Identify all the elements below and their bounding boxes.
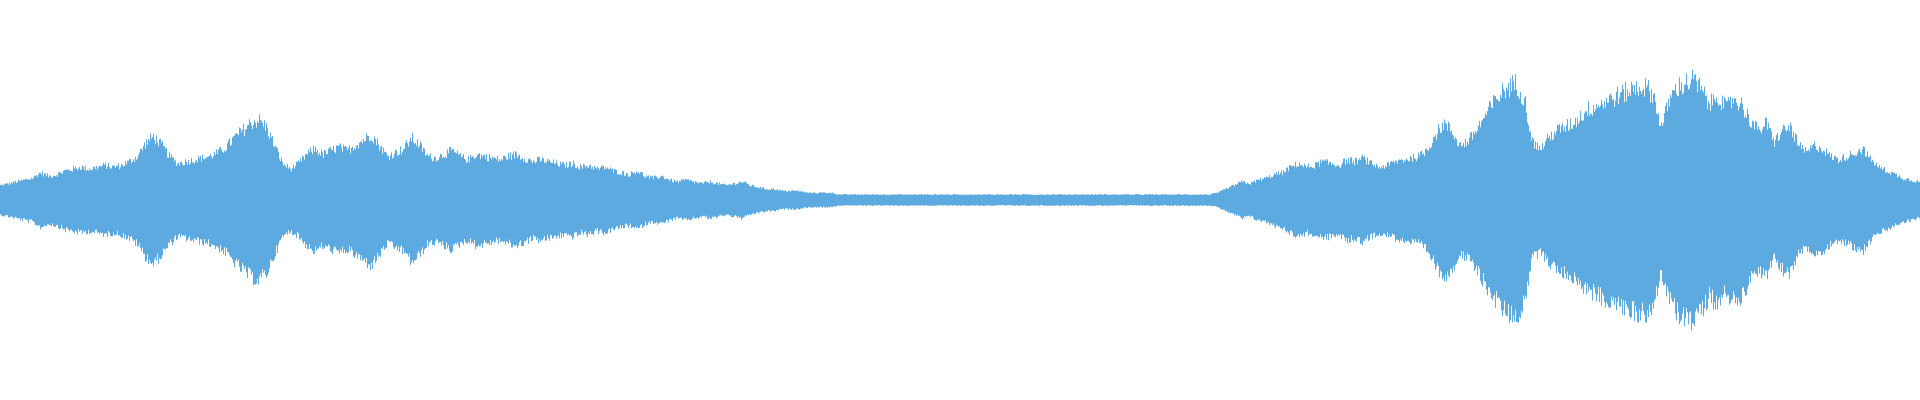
waveform-bars — [0, 69, 1920, 331]
